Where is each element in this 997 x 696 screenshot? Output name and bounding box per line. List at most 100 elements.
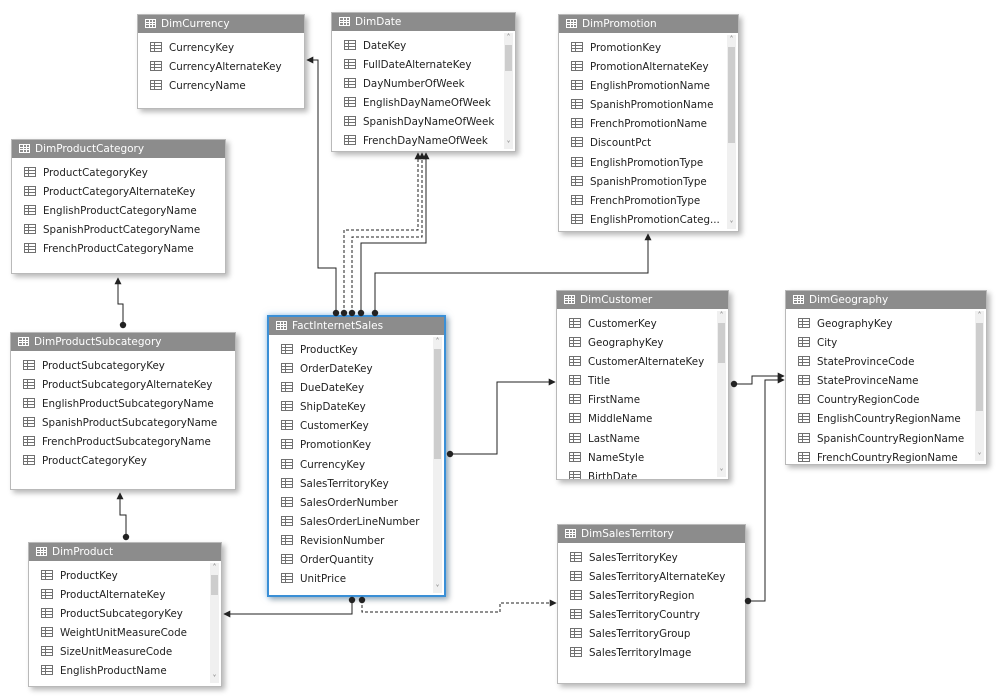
column-item[interactable]: DueDateKey (269, 379, 444, 398)
column-item[interactable]: SpanishDayNameOfWeek (332, 113, 515, 132)
column-item[interactable]: FullDateAlternateKey (332, 56, 515, 75)
vertical-scrollbar[interactable]: ˄˅ (210, 563, 219, 683)
scroll-up-icon[interactable]: ˄ (719, 311, 724, 320)
column-item[interactable]: City (786, 334, 986, 353)
column-item[interactable]: DateKey (332, 37, 515, 56)
column-item[interactable]: CurrencyName (138, 77, 304, 96)
scroll-down-icon[interactable]: ˅ (719, 468, 724, 477)
column-item[interactable]: PromotionAlternateKey (559, 58, 738, 77)
column-item[interactable]: EnglishProductName (29, 662, 221, 681)
column-item[interactable]: FrenchProductCategoryName (12, 240, 225, 259)
scroll-up-icon[interactable]: ˄ (977, 311, 982, 320)
column-item[interactable]: Title (557, 372, 728, 391)
column-item[interactable]: CurrencyKey (138, 39, 304, 58)
column-item[interactable]: EnglishProductSubcategoryName (11, 395, 235, 414)
column-item[interactable]: ProductCategoryKey (12, 164, 225, 183)
column-item[interactable]: SalesTerritoryAlternateKey (558, 568, 745, 587)
column-item[interactable]: NameStyle (557, 449, 728, 468)
column-item[interactable]: LastName (557, 430, 728, 449)
column-item[interactable]: FirstName (557, 391, 728, 410)
column-item[interactable]: SpanishPromotionType (559, 173, 738, 192)
column-item[interactable]: ProductCategoryAlternateKey (12, 183, 225, 202)
relationship-line[interactable] (114, 277, 124, 325)
column-item[interactable]: DayNumberOfWeek (332, 75, 515, 94)
column-item[interactable]: BirthDate (557, 468, 728, 479)
table-header[interactable]: FactInternetSales (269, 317, 444, 335)
column-item[interactable]: FrenchDayNameOfWeek (332, 132, 515, 151)
relationship-line[interactable] (116, 492, 127, 537)
scrollbar-thumb[interactable] (211, 575, 218, 595)
column-item[interactable]: EnglishPromotionType (559, 154, 738, 173)
column-item[interactable]: RevisionNumber (269, 532, 444, 551)
relationship-line[interactable] (450, 378, 556, 455)
column-item[interactable]: CustomerKey (557, 315, 728, 334)
relationship-line[interactable] (748, 376, 785, 602)
column-item[interactable]: OrderQuantity (269, 551, 444, 570)
relationship-line[interactable] (223, 600, 353, 618)
scroll-up-icon[interactable]: ˄ (729, 35, 734, 44)
column-item[interactable]: FrenchPromotionName (559, 115, 738, 134)
column-item[interactable]: EnglishPromotionName (559, 77, 738, 96)
scroll-down-icon[interactable]: ˅ (506, 140, 511, 149)
scroll-down-icon[interactable]: ˅ (435, 584, 440, 593)
column-item[interactable]: StateProvinceCode (786, 353, 986, 372)
table-header[interactable]: DimSalesTerritory (558, 525, 745, 543)
vertical-scrollbar[interactable]: ˄˅ (504, 33, 513, 149)
column-item[interactable]: SalesOrderNumber (269, 494, 444, 513)
column-item[interactable]: ProductCategoryKey (11, 452, 235, 471)
column-item[interactable]: UnitPrice (269, 570, 444, 589)
table-header[interactable]: DimProduct (29, 543, 221, 561)
scrollbar-thumb[interactable] (505, 45, 512, 71)
table-header[interactable]: DimGeography (786, 291, 986, 309)
relationship-line[interactable] (343, 152, 422, 313)
column-item[interactable]: SalesOrderLineNumber (269, 513, 444, 532)
column-item[interactable]: ProductSubcategoryKey (11, 357, 235, 376)
relationship-line[interactable] (361, 599, 557, 613)
table-header[interactable]: DimProductCategory (12, 140, 225, 158)
column-item[interactable]: SizeUnitMeasureCode (29, 643, 221, 662)
vertical-scrollbar[interactable]: ˄˅ (727, 35, 736, 229)
column-item[interactable]: CustomerKey (269, 417, 444, 436)
column-item[interactable]: FrenchProductSubcategoryName (11, 433, 235, 452)
vertical-scrollbar[interactable]: ˄˅ (975, 311, 984, 461)
column-item[interactable]: SalesTerritoryKey (269, 475, 444, 494)
column-item[interactable]: SpanishPromotionName (559, 96, 738, 115)
column-item[interactable]: GeographyKey (557, 334, 728, 353)
column-item[interactable]: SalesTerritoryCountry (558, 606, 745, 625)
vertical-scrollbar[interactable]: ˄˅ (717, 311, 726, 477)
scroll-down-icon[interactable]: ˅ (977, 452, 982, 461)
column-item[interactable]: ProductKey (29, 567, 221, 586)
scrollbar-thumb[interactable] (718, 323, 725, 363)
column-item[interactable]: SpanishProductCategoryName (12, 221, 225, 240)
column-item[interactable]: SalesTerritoryKey (558, 549, 745, 568)
column-item[interactable]: WeightUnitMeasureCode (29, 624, 221, 643)
column-item[interactable]: FrenchPromotionType (559, 192, 738, 211)
scrollbar-thumb[interactable] (728, 47, 735, 143)
scroll-up-icon[interactable]: ˄ (506, 33, 511, 42)
table-header[interactable]: DimPromotion (559, 15, 738, 33)
column-item[interactable]: GeographyKey (786, 315, 986, 334)
relationship-line[interactable] (351, 152, 426, 313)
column-item[interactable]: PromotionKey (559, 39, 738, 58)
column-item[interactable]: SpanishProductSubcategoryName (11, 414, 235, 433)
column-item[interactable]: ProductSubcategoryAlternateKey (11, 376, 235, 395)
table-header[interactable]: DimCurrency (138, 15, 304, 33)
column-item[interactable]: CountryRegionCode (786, 391, 986, 410)
column-item[interactable]: SpanishCountryRegionName (786, 430, 986, 449)
scroll-up-icon[interactable]: ˄ (435, 337, 440, 346)
column-item[interactable]: ProductAlternateKey (29, 586, 221, 605)
column-item[interactable]: DiscountPct (559, 134, 738, 153)
vertical-scrollbar[interactable]: ˄˅ (433, 337, 442, 593)
relationship-line[interactable] (734, 372, 785, 385)
column-item[interactable]: ProductKey (269, 341, 444, 360)
column-item[interactable]: EnglishCountryRegionName (786, 410, 986, 429)
column-item[interactable]: CurrencyKey (269, 456, 444, 475)
scroll-up-icon[interactable]: ˄ (212, 563, 217, 572)
